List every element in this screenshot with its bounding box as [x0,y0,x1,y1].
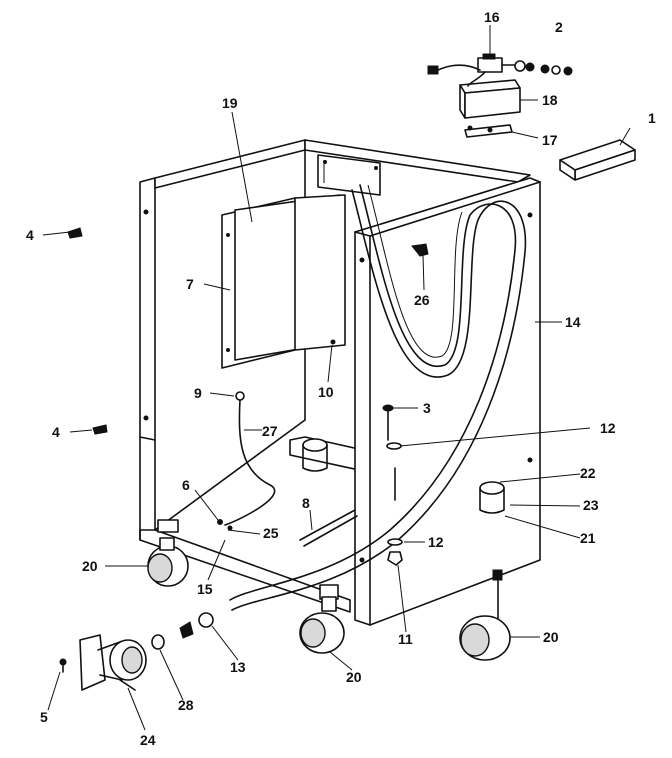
label-part-8: 8 [302,495,310,511]
screw-icon [67,227,83,239]
part-labels: 1 2 16 18 17 19 7 4 4 9 27 10 26 14 3 12… [26,9,656,748]
label-part-24: 24 [140,732,156,748]
label-part-1: 1 [648,110,656,126]
label-part-7: 7 [186,276,194,292]
motor-switch-assembly [427,53,636,181]
label-part-20-left: 20 [82,558,98,574]
label-part-10: 10 [318,384,334,400]
screw-icon [92,424,108,435]
label-part-26: 26 [414,292,430,308]
label-part-3: 3 [423,400,431,416]
drain-pump-assembly [59,612,214,691]
label-part-12-bottom: 12 [428,534,444,550]
label-part-6: 6 [182,477,190,493]
label-part-25: 25 [263,525,279,541]
label-part-23: 23 [583,497,599,513]
label-part-28: 28 [178,697,194,713]
label-part-11: 11 [398,631,413,647]
label-part-9: 9 [194,385,202,401]
drum-belt [229,184,527,611]
label-part-12-top: 12 [600,420,616,436]
label-part-2: 2 [555,19,563,35]
caster-wheel-front-right [299,596,345,654]
label-part-16: 16 [484,9,500,25]
label-part-5: 5 [40,709,48,725]
label-part-14: 14 [565,314,581,330]
label-part-27: 27 [262,423,278,439]
label-part-20-center: 20 [346,669,362,685]
label-part-20-right: 20 [543,629,559,645]
caster-wheel-loose [459,569,511,661]
leader-lines [42,25,631,731]
label-part-13: 13 [230,659,246,675]
label-part-15: 15 [197,581,213,597]
label-part-17: 17 [542,132,558,148]
label-part-21: 21 [580,530,596,546]
label-part-4-top: 4 [26,227,34,243]
label-part-19: 19 [222,95,238,111]
label-part-18: 18 [542,92,558,108]
label-part-22: 22 [580,465,596,481]
label-part-4-bottom: 4 [52,424,60,440]
caster-wheel-front-left [147,537,189,587]
heater-box [221,194,346,369]
